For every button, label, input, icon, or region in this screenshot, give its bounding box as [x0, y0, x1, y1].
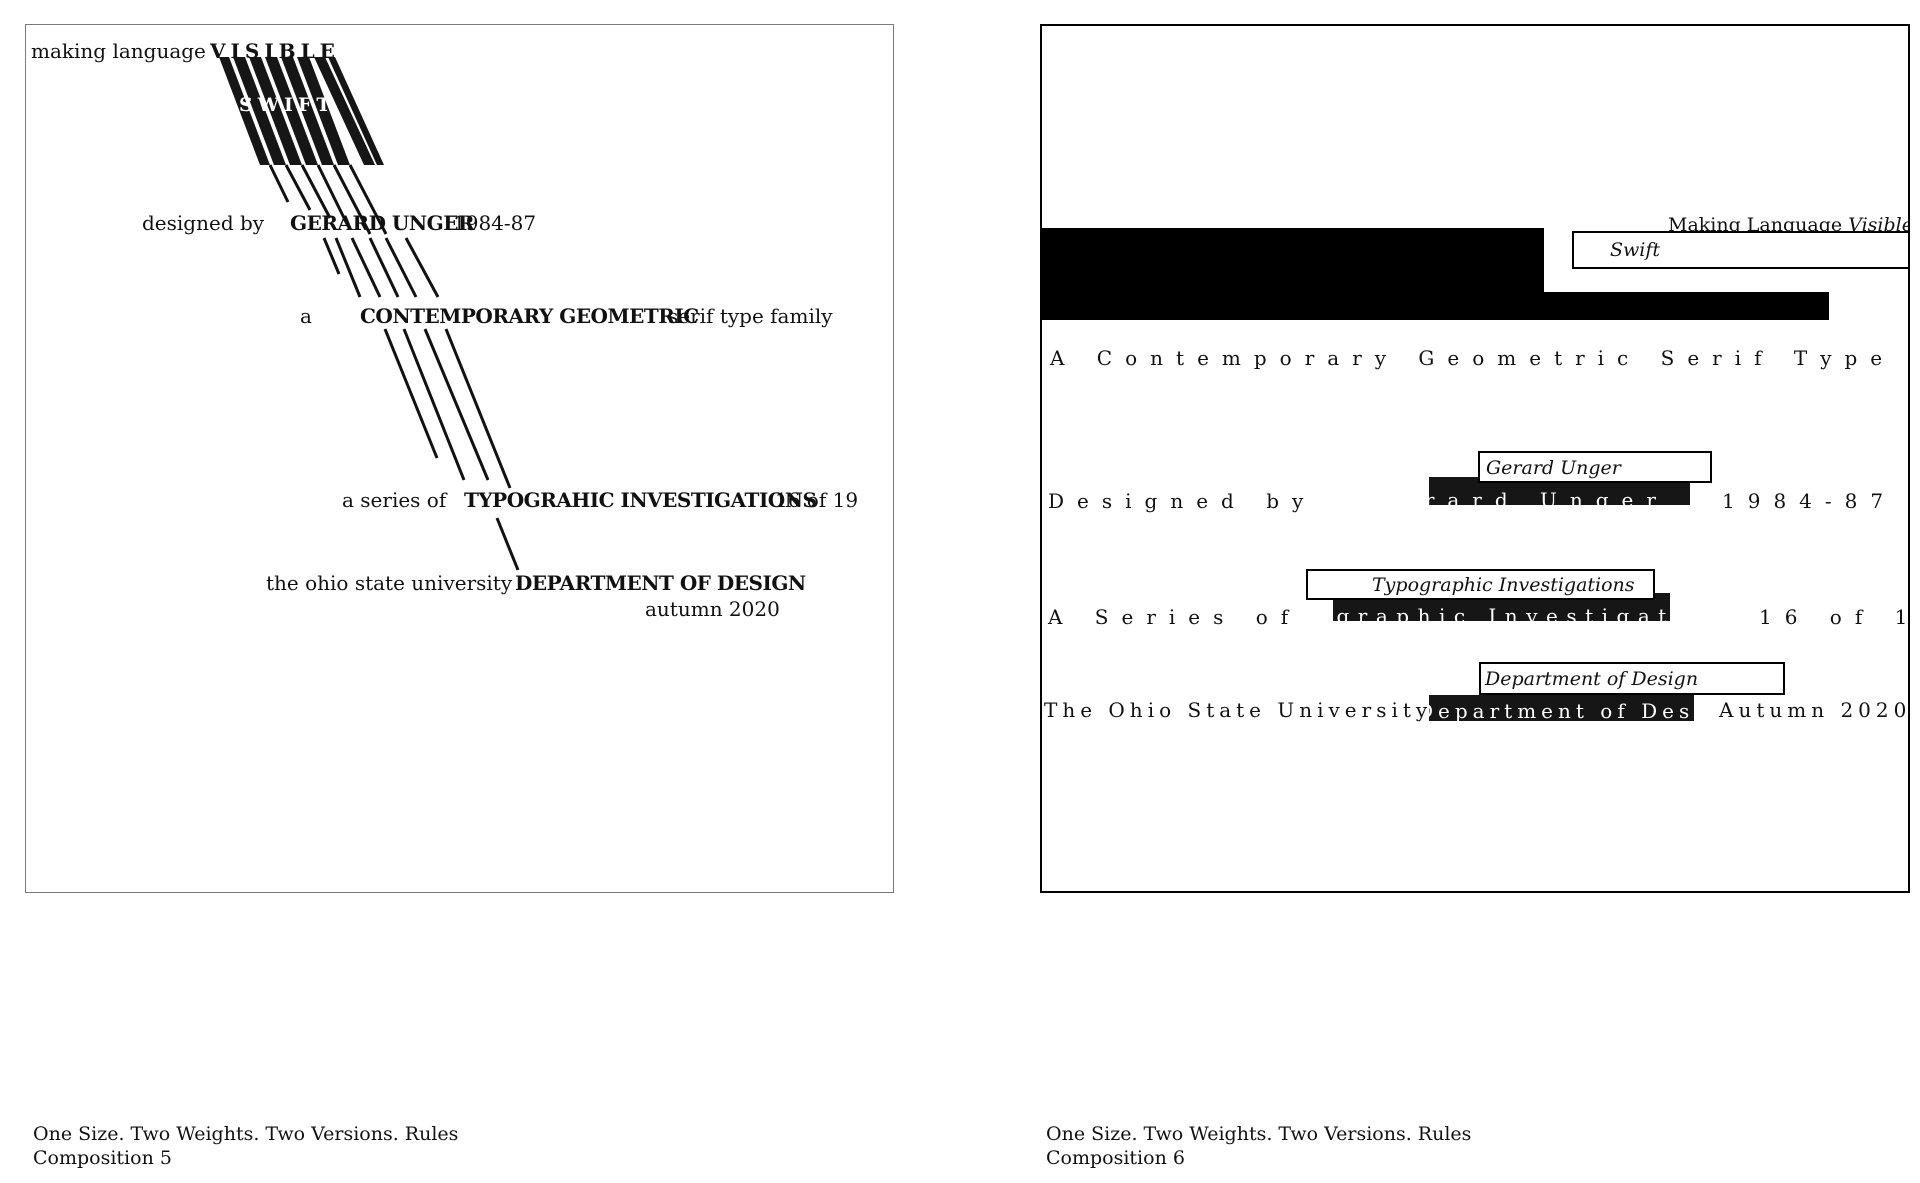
designed-by-label: Designed by	[1048, 489, 1317, 513]
department-tag: Department of Design	[1479, 662, 1785, 695]
descriptor: CONTEMPORARY GEOMETRIC	[360, 304, 699, 328]
university-name: the ohio state university	[266, 571, 513, 595]
family-label: serif type family	[668, 304, 833, 328]
designer-years: 1984-87	[453, 211, 537, 235]
designer-clipped-text: Gerard Unger	[1429, 488, 1669, 505]
swift-tag-label: Swift	[1610, 239, 1661, 261]
designer-years: 1984-87	[1722, 489, 1897, 513]
university-name: The Ohio State University	[1044, 698, 1433, 722]
slanted-bars	[219, 57, 384, 165]
heading-making-language: Making Language Visible	[1668, 214, 1910, 236]
department-name: DEPARTMENT OF DESIGN	[515, 571, 806, 595]
designer-tag-label: Gerard Unger	[1486, 457, 1621, 479]
designer-tag: Gerard Unger	[1478, 451, 1712, 483]
composition-6-poster: Making Language Visible Swift A Contempo…	[1040, 24, 1910, 893]
visible-word: VISIBLE	[210, 39, 340, 63]
making-language-label: making language	[31, 39, 206, 63]
series-count: 16 of 19	[775, 488, 859, 512]
designed-by-label: designed by	[142, 211, 265, 235]
caption-composition-6: One Size. Two Weights. Two Versions. Rul…	[1046, 1122, 1471, 1170]
term-label: autumn 2020	[645, 597, 780, 621]
tagline: A Contemporary Geometric Serif Type Fami…	[1050, 346, 1908, 370]
diagonal-rules	[268, 164, 520, 571]
department-clipped-text: Department of Design	[1429, 699, 1694, 721]
diagonal-rule-pattern	[219, 57, 520, 571]
series-prefix: a series of	[342, 488, 447, 512]
term-label: Autumn 2020	[1719, 698, 1910, 722]
series-tag: Typographic Investigations	[1306, 569, 1655, 600]
department-tag-label: Department of Design	[1485, 668, 1699, 690]
swift-tag: Swift	[1572, 231, 1908, 269]
black-block-lower	[1042, 292, 1829, 320]
heading-italic: Visible	[1848, 214, 1910, 236]
caption-line-2: Composition 6	[1046, 1147, 1185, 1169]
department-reversed-bar: Department of Design	[1429, 695, 1694, 721]
caption-line-1: One Size. Two Weights. Two Versions. Rul…	[33, 1123, 459, 1145]
swift-word: SWIFT	[239, 94, 336, 116]
series-name: TYPOGRAHIC INVESTIGATIONS	[464, 488, 817, 512]
series-tag-label: Typographic Investigations	[1372, 574, 1635, 596]
heading-plain: Making Language	[1668, 214, 1843, 236]
series-count: 16 of 19	[1759, 605, 1908, 629]
caption-line-2: Composition 5	[33, 1147, 172, 1169]
caption-line-1: One Size. Two Weights. Two Versions. Rul…	[1046, 1123, 1472, 1145]
series-prefix: A Series of	[1048, 605, 1302, 629]
designer-name: GERARD UNGER	[290, 211, 475, 235]
black-block-upper	[1042, 228, 1544, 292]
series-clipped-text: Typographic Investigations	[1333, 604, 1670, 621]
article-a: a	[300, 304, 312, 328]
composition-5-poster: making language VISIBLE SWIFT designed b…	[25, 24, 894, 893]
caption-composition-5: One Size. Two Weights. Two Versions. Rul…	[33, 1122, 458, 1170]
